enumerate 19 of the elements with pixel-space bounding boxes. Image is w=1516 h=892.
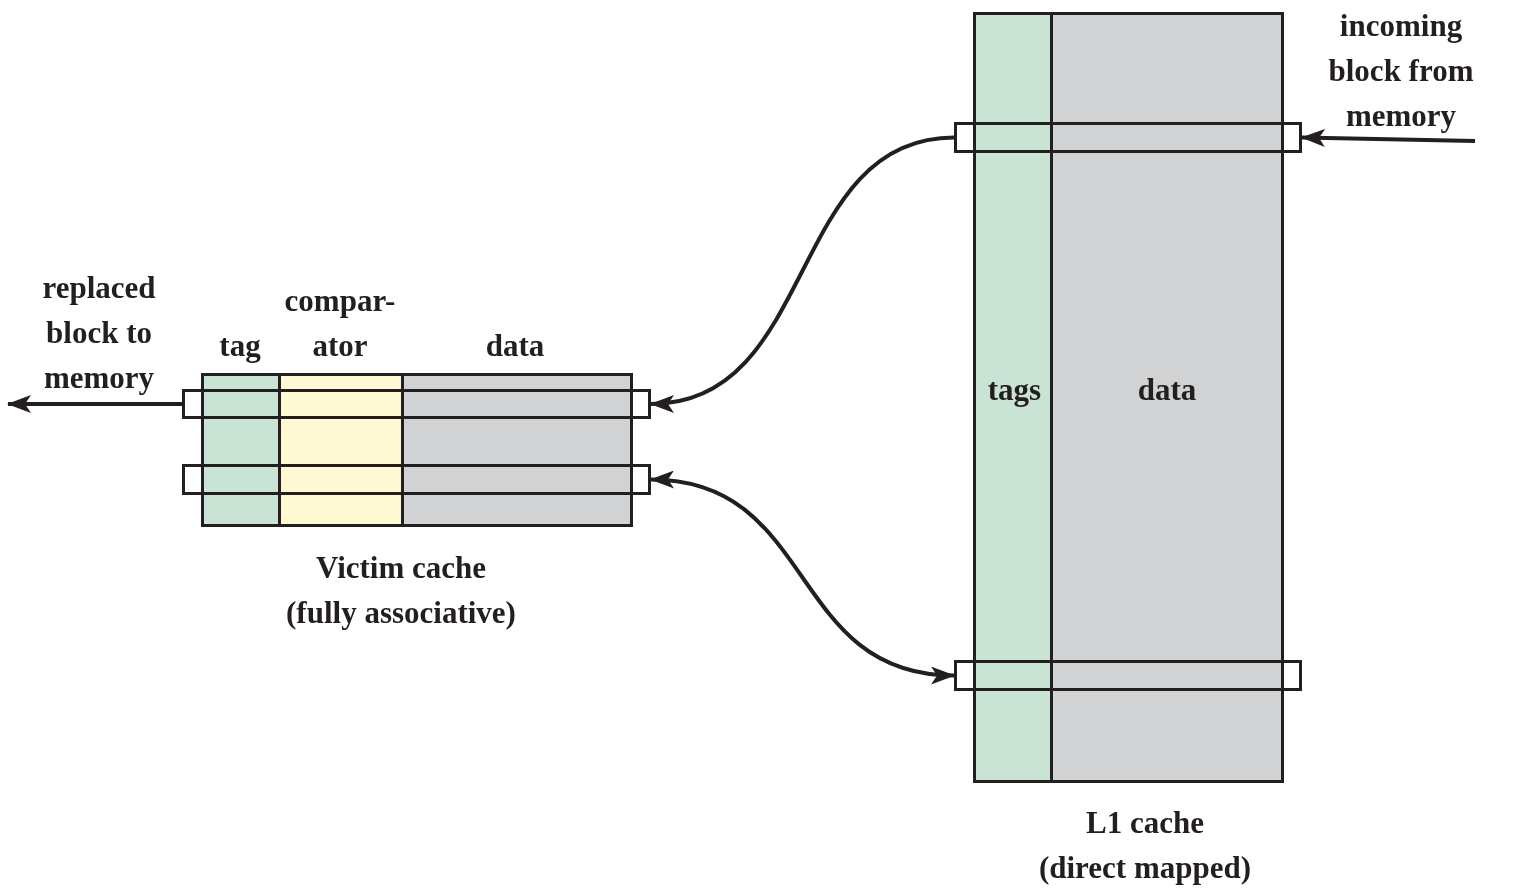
arrow-label: incoming block from memory xyxy=(1302,3,1500,138)
cache-caption: L1 cache (direct mapped) xyxy=(1037,804,1253,887)
tag-column xyxy=(976,15,1053,780)
column-heading: tag xyxy=(218,327,262,365)
column-heading: tags xyxy=(986,371,1043,409)
cache-line-slot xyxy=(182,464,651,495)
data-column xyxy=(1053,15,1281,780)
cache-line-slot xyxy=(182,389,651,419)
arrow xyxy=(650,135,955,410)
cache-line-slot xyxy=(954,660,1302,691)
arrow xyxy=(1301,128,1476,147)
cache-caption: Victim cache (fully associative) xyxy=(285,549,517,632)
column-heading: compar- ator xyxy=(283,282,397,365)
cache-line-slot xyxy=(954,122,1302,153)
column-heading: data xyxy=(1136,371,1198,409)
arrow-label: replaced block to memory xyxy=(8,265,190,400)
arrow xyxy=(650,472,955,683)
arrow xyxy=(7,395,182,413)
column-heading: data xyxy=(484,327,546,365)
